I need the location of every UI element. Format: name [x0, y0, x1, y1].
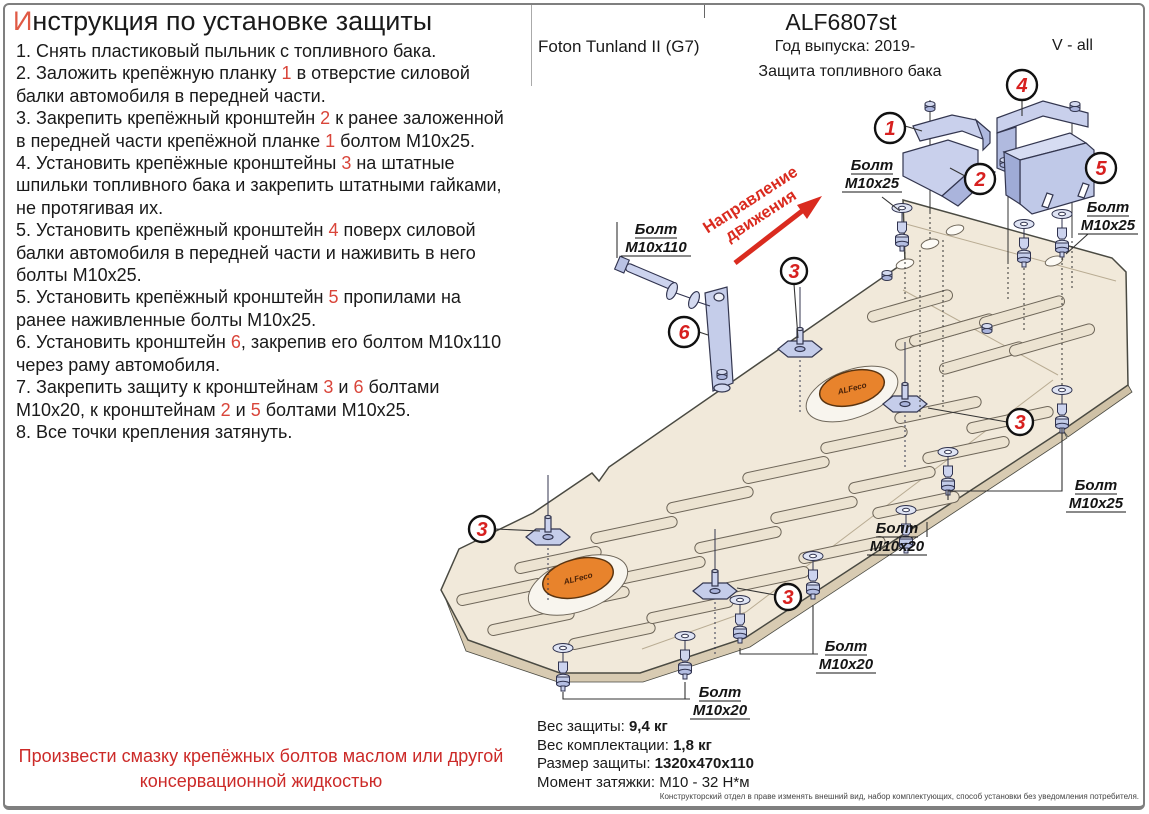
product-name: Защита топливного бака: [758, 63, 942, 80]
alfeco-logo-2: ALFeco: [818, 368, 886, 408]
bolt-size: М10х25: [1069, 495, 1124, 512]
part-reference: 4: [328, 220, 339, 241]
callout-number: 3: [1014, 412, 1025, 434]
spec-value: 1320х470х110: [654, 755, 754, 772]
bolt-label-m10x25-c: Болт М10х25: [1066, 477, 1126, 513]
bolt-label-m10x25-a: Болт М10х25: [842, 157, 902, 193]
part-number: ALF6807st: [785, 9, 897, 35]
callout-3-top: 3: [779, 256, 809, 286]
spec-label: Размер защиты:: [537, 755, 655, 772]
callout-number: 3: [788, 261, 799, 283]
part-reference: 3: [323, 377, 334, 398]
callout-number: 1: [884, 118, 895, 140]
header-divider-2: [704, 4, 705, 18]
spec-row: Вес защиты: 9,4 кг: [537, 718, 754, 737]
bolt-word: Болт: [1087, 199, 1129, 216]
instruction-item: 8. Все точки крепления затянуть.: [16, 421, 293, 442]
lubrication-note: Произвести смазку крепёжных болтов масло…: [18, 746, 504, 791]
spec-row: Вес комплектации: 1,8 кг: [537, 737, 754, 756]
callout-number: 2: [973, 169, 985, 191]
callout-4: 4: [1005, 68, 1039, 102]
bolt-word: Болт: [635, 221, 677, 238]
instruction-item: 4. Установить крепёжные кронштейны 3 на …: [16, 153, 502, 218]
vehicle-name: Foton Tunland II (G7): [538, 37, 700, 56]
callout-1: 1: [873, 111, 907, 145]
spec-label: Момент затяжки:: [537, 773, 660, 791]
bolt-word: Болт: [699, 684, 741, 701]
instruction-item: 7. Закрепить защиту к кронштейнам 3 и 6 …: [16, 377, 440, 420]
instruction-item: 2. Заложить крепёжную планку 1 в отверст…: [16, 63, 470, 106]
instructions-list: 1. Снять пластиковый пыльник с топливног…: [16, 40, 510, 443]
callouts: 1 2 4 5 6 3 3 3 3: [467, 68, 1118, 612]
bolt-label-m10x20-b: Болт М10х20: [816, 638, 876, 674]
shield-plate: [440, 199, 1133, 683]
page-title: Инструкция по установке защиты: [13, 6, 432, 37]
bolt-size: М10х20: [693, 702, 748, 719]
callout-number: 5: [1095, 158, 1107, 180]
instruction-item: 1. Снять пластиковый пыльник с топливног…: [16, 41, 437, 61]
engine-version: V - all: [1052, 37, 1093, 54]
callout-number: 4: [1015, 75, 1027, 97]
part-reference: 1: [325, 130, 336, 151]
part-reference: 3: [341, 153, 352, 174]
bolt-label-m10x110: Болт М10х110: [621, 221, 691, 257]
bolt-word: Болт: [1075, 477, 1117, 494]
instruction-item: 5. Установить крепёжный кронштейн 4 пове…: [16, 220, 476, 286]
bolt-label-m10x20-a: Болт М10х20: [867, 520, 927, 556]
leader-lines: [494, 100, 1095, 700]
callout-5: 5: [1084, 151, 1118, 185]
bolt-m10x110-part: [613, 255, 711, 310]
spec-label: Вес комплектации:: [537, 736, 674, 754]
part-reference: 2: [220, 399, 231, 420]
callout-3-right: 3: [1005, 407, 1035, 437]
title-rest: нструкция по установке защиты: [32, 6, 433, 36]
spec-value: 9,4 кг: [628, 718, 668, 735]
instruction-item: 6. Установить кронштейн 6, закрепив его …: [16, 332, 502, 375]
bolt-label-m10x20-c: Болт М10х20: [690, 684, 750, 720]
callout-number: 6: [678, 322, 690, 344]
part-reference: 6: [230, 332, 241, 353]
bolt-word: Болт: [876, 520, 918, 537]
disclaimer-text: Конструкторский отдел в праве изменять в…: [659, 792, 1139, 801]
bolt-size: М10х20: [870, 538, 925, 555]
bolt-size: М10х25: [1081, 217, 1136, 234]
bolt-size: М10х20: [819, 656, 874, 673]
direction-arrow: Направление движения: [700, 163, 822, 265]
bracket-5: [1002, 132, 1095, 215]
spec-value: М10 - 32 Н*м: [659, 773, 750, 791]
part-reference: 1: [281, 63, 292, 84]
part-reference: 5: [250, 399, 261, 420]
bolt-word: Болт: [851, 157, 893, 174]
bolt-size: М10х25: [845, 175, 900, 192]
spec-row: Момент затяжки: М10 - 32 Н*м: [537, 774, 754, 793]
callout-3-left: 3: [467, 514, 497, 544]
bracket-1: [912, 100, 991, 152]
spec-label: Вес защиты:: [537, 718, 629, 735]
instruction-item: 3. Закрепить крепёжный кронштейн 2 к ран…: [16, 108, 504, 151]
callout-number: 3: [476, 519, 487, 541]
callout-3-bottom: 3: [773, 582, 803, 612]
header-divider: [531, 4, 532, 86]
bolt-label-m10x25-b: Болт М10х25: [1078, 199, 1138, 235]
model-year: Год выпуска: 2019-: [774, 38, 916, 55]
bolt-word: Болт: [825, 638, 867, 655]
part-reference: 2: [320, 108, 331, 129]
spec-value: 1,8 кг: [673, 736, 712, 754]
alfeco-logo: ALFeco: [542, 556, 614, 600]
instruction-item: 5. Установить крепёжный кронштейн 5 проп…: [16, 287, 461, 330]
part-reference: 5: [328, 287, 339, 308]
part-reference: 6: [353, 377, 364, 398]
bracket-6: [704, 286, 734, 393]
callout-6: 6: [667, 315, 701, 349]
bolt-size: М10х110: [625, 239, 687, 256]
title-first-letter: И: [13, 6, 33, 36]
callout-number: 3: [782, 587, 793, 609]
callout-2: 2: [963, 162, 997, 196]
spec-row: Размер защиты: 1320х470х110: [537, 755, 754, 774]
